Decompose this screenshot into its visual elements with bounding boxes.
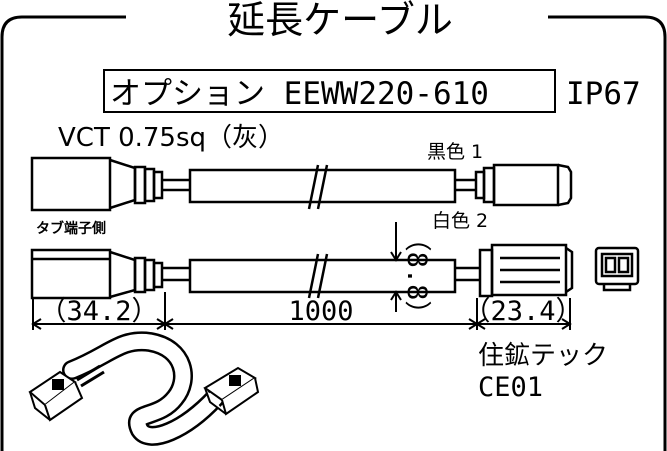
dim-middle: 1000: [288, 296, 353, 327]
tab-connector-top: [30, 156, 112, 212]
illustration-plug-right: [203, 366, 260, 416]
dim-left: （34.2）: [39, 296, 158, 327]
diameter-dimension: [390, 222, 402, 312]
maker-code: CE01: [478, 372, 543, 403]
diameter-label: （8.8）: [401, 225, 432, 328]
maker-name: 住鉱テック: [478, 341, 608, 371]
option-text: オプション EEWW220-610: [110, 76, 489, 112]
dim-right: （23.4）: [463, 296, 582, 327]
tab-connector-side: [30, 248, 112, 300]
option-box: [103, 69, 556, 113]
drawing-title: 延長ケーブル: [227, 0, 453, 42]
tab-side-label: タブ端子側: [36, 220, 106, 237]
receptacle-connector-side: [490, 243, 568, 297]
wire-black-label: 黒色 1: [427, 141, 483, 163]
cable-sheath-top: [188, 168, 457, 204]
ip-rating: IP67: [566, 76, 641, 112]
cable-illustration: [28, 331, 260, 446]
drawing-frame: [0, 15, 667, 451]
cable-sheath-side: [188, 258, 457, 294]
receptacle-connector-top: [492, 163, 560, 207]
cable-side-view: [30, 243, 574, 300]
cable-spec: VCT 0.75sq（灰）: [58, 123, 284, 153]
connector-end-view: [594, 246, 640, 292]
cable-top-view: [30, 156, 573, 212]
wire-white-label: 白色 2: [432, 210, 488, 232]
illustration-plug-left: [28, 364, 105, 422]
length-dimensions: [31, 292, 572, 330]
